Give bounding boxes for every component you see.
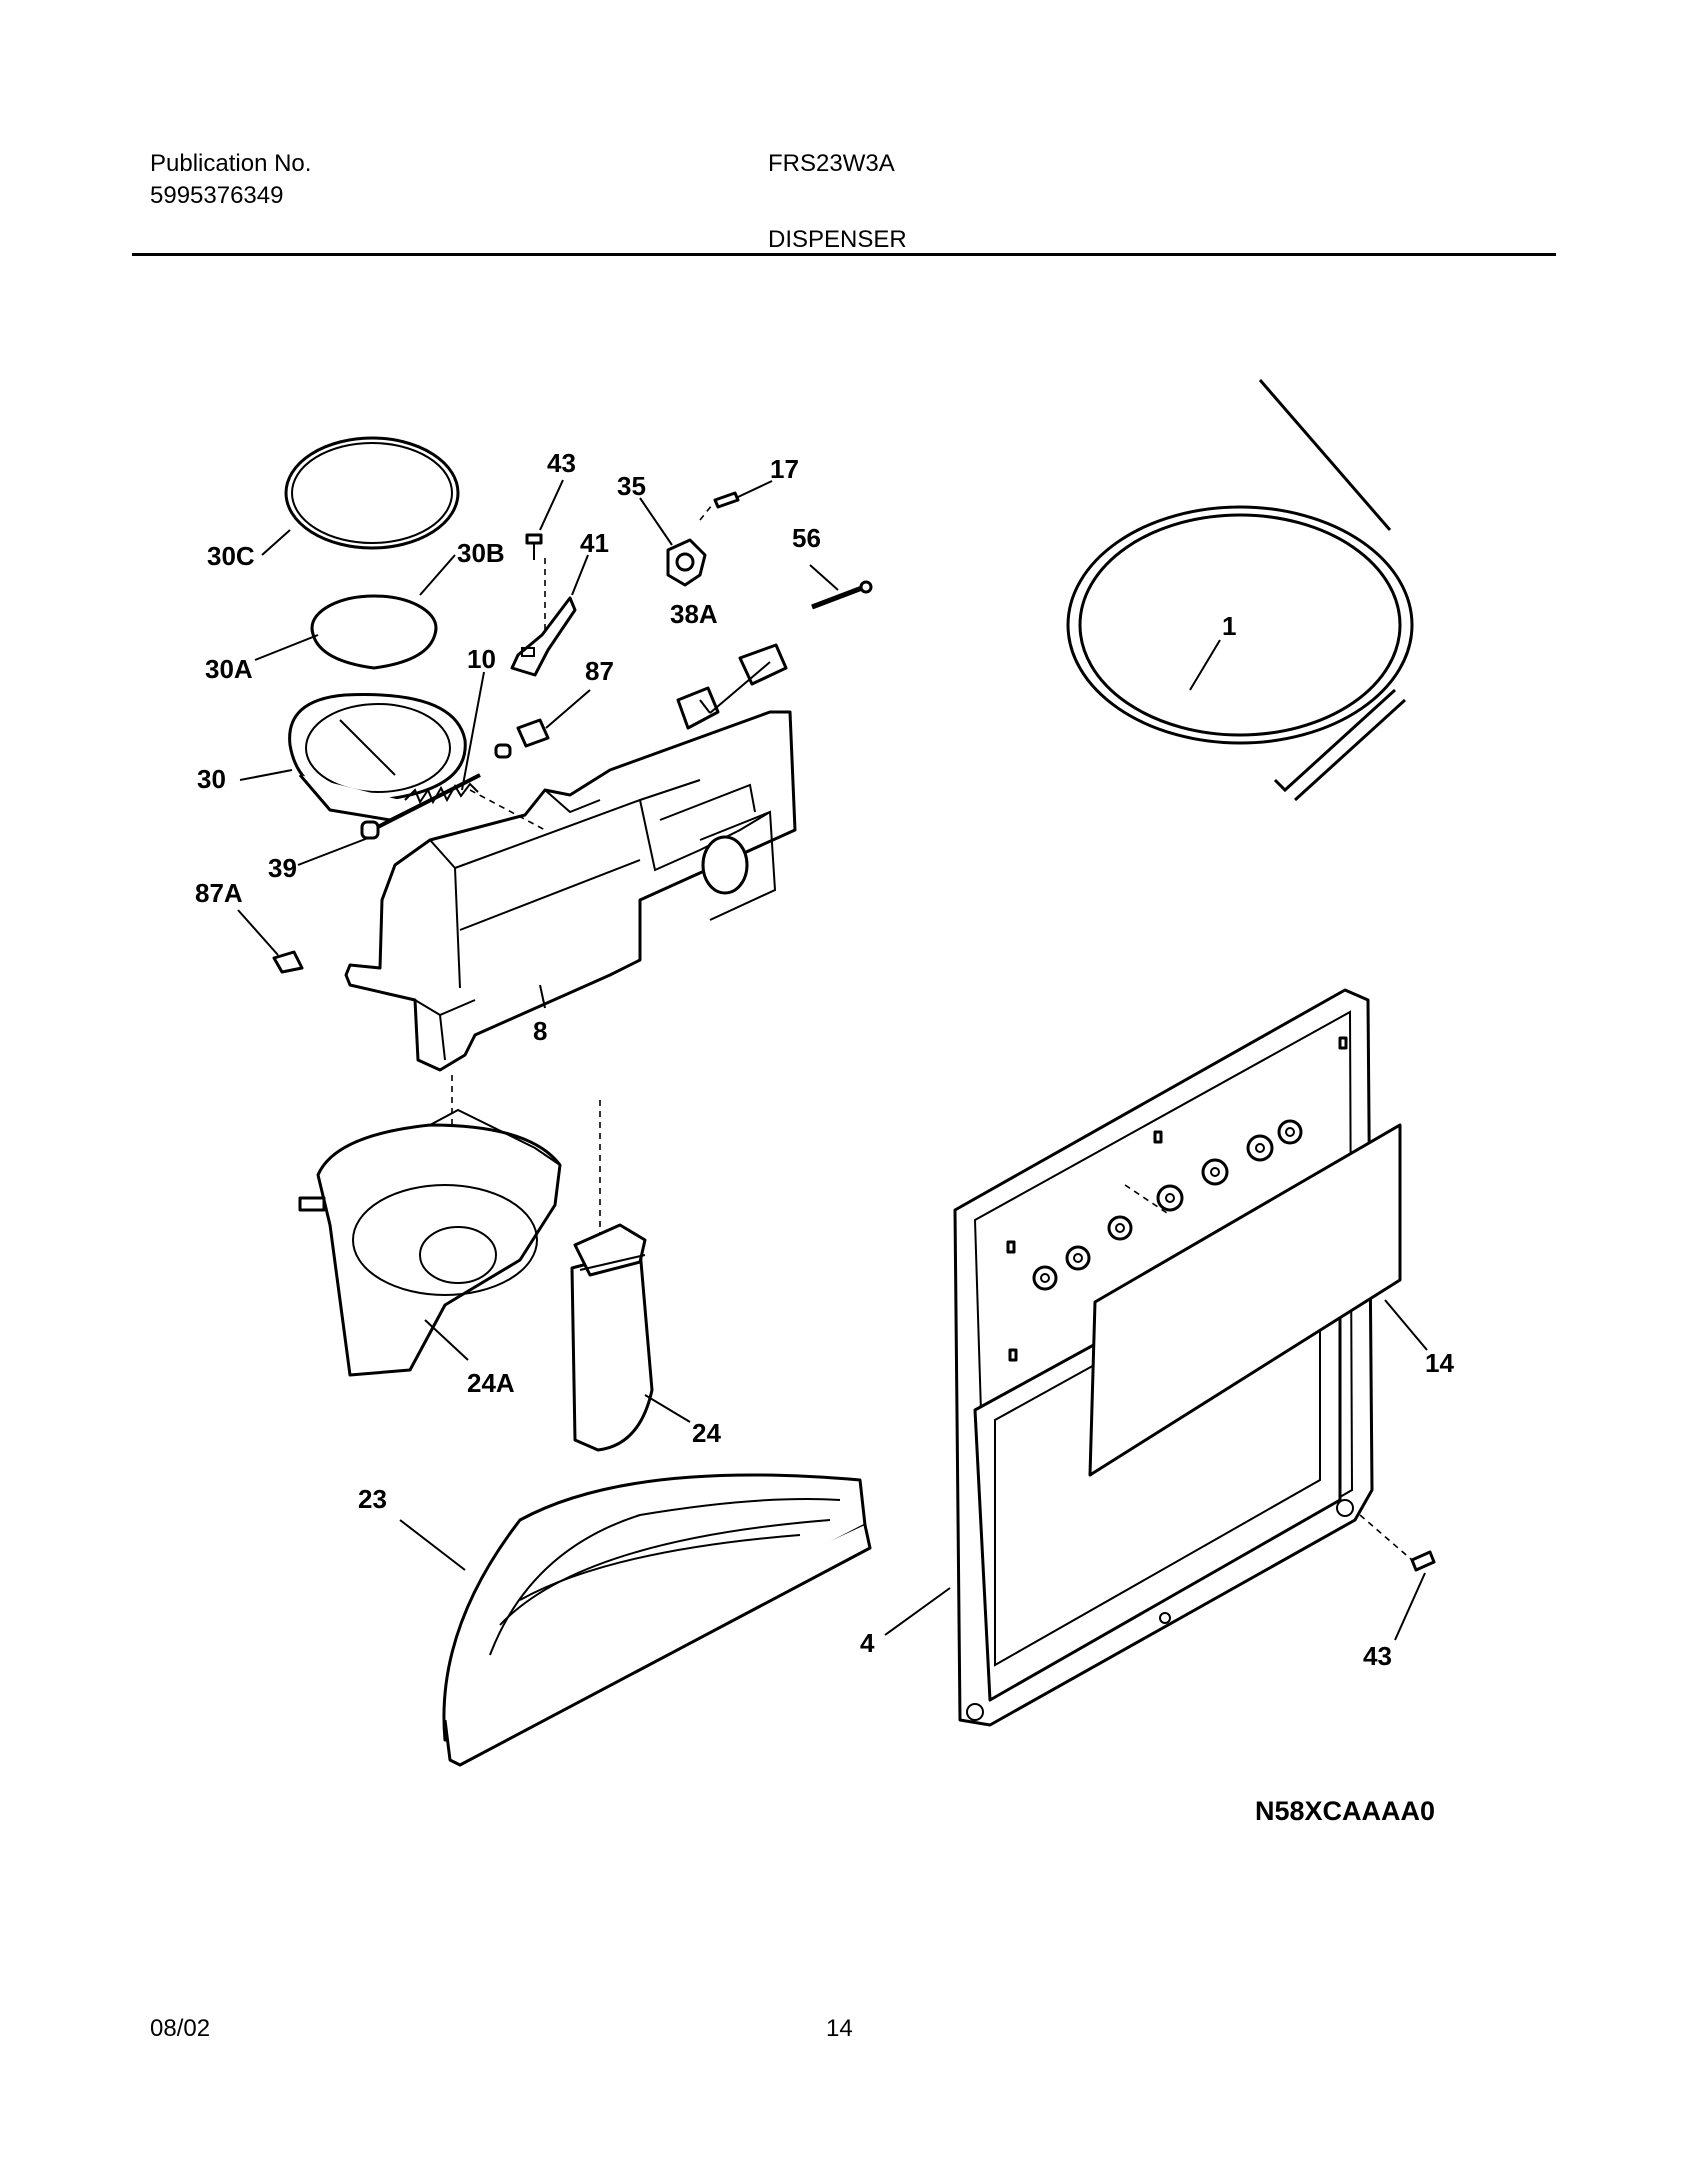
label-4: 4 <box>860 1628 875 1658</box>
label-43-bottom: 43 <box>1363 1641 1392 1671</box>
label-10: 10 <box>467 644 496 674</box>
leader-lines <box>237 479 1428 1641</box>
label-39: 39 <box>268 853 297 883</box>
label-38a: 38A <box>670 599 718 629</box>
label-43-top: 43 <box>547 448 576 478</box>
section-title: DISPENSER <box>768 226 907 253</box>
label-30: 30 <box>197 764 226 794</box>
part-30a-30b-cover <box>310 594 438 670</box>
part-35-solenoid <box>666 538 707 587</box>
part-14-overlay <box>1088 1123 1402 1477</box>
part-1-water-tube <box>1066 379 1414 802</box>
header-rule <box>132 253 1556 256</box>
label-30b: 30B <box>457 538 505 568</box>
label-23: 23 <box>358 1484 387 1514</box>
part-43-screw-bottom <box>1410 1550 1436 1572</box>
part-38a-switches <box>676 643 788 730</box>
model-number: FRS23W3A <box>768 150 895 177</box>
part-24-water-chute <box>570 1223 654 1452</box>
part-56-rod <box>811 580 873 610</box>
part-87a-clip <box>272 950 304 974</box>
part-39-pin <box>360 743 512 840</box>
part-8-housing <box>344 710 797 1072</box>
label-35: 35 <box>617 471 646 501</box>
page-number: 14 <box>826 2015 853 2042</box>
label-30a: 30A <box>205 654 253 684</box>
part-87-clip <box>516 718 550 748</box>
label-56: 56 <box>792 523 821 553</box>
part-43-screw-top <box>525 533 543 560</box>
part-10-spring <box>404 782 479 805</box>
label-17: 17 <box>770 454 799 484</box>
part-labels: 30C 30B 30A 30 39 87A 10 43 41 35 17 56 … <box>195 448 1454 1826</box>
publication-number: 5995376349 <box>150 182 284 209</box>
label-14: 14 <box>1425 1348 1454 1378</box>
label-1: 1 <box>1222 611 1236 641</box>
label-87a: 87A <box>195 878 243 908</box>
label-87: 87 <box>585 656 614 686</box>
part-30c-gasket <box>284 436 460 550</box>
part-30-chute-door <box>288 693 467 822</box>
part-17-screw <box>713 491 740 509</box>
label-30c: 30C <box>207 541 255 571</box>
drawing-code: N58XCAAAA0 <box>1255 1796 1435 1826</box>
label-24: 24 <box>692 1418 721 1448</box>
part-23-drip-tray <box>442 1473 872 1767</box>
label-24a: 24A <box>467 1368 515 1398</box>
label-41: 41 <box>580 528 609 558</box>
assembly-dashed-lines <box>451 504 1413 1561</box>
part-41-bracket <box>510 596 577 677</box>
footer-date: 08/02 <box>150 2015 211 2042</box>
label-8: 8 <box>533 1016 547 1046</box>
part-24a-ice-chute <box>298 1108 562 1377</box>
publication-label: Publication No. <box>150 150 312 177</box>
